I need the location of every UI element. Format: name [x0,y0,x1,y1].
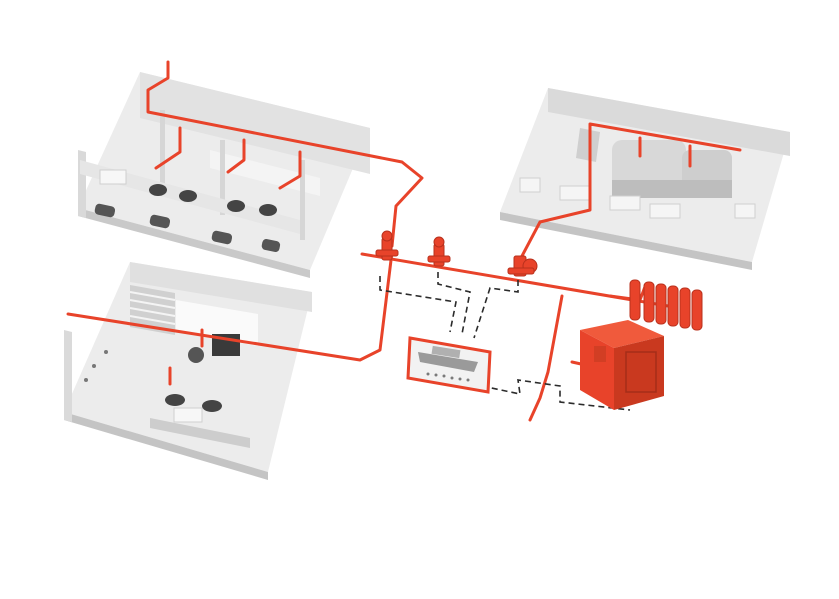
alarm-valve-1 [375,230,399,261]
signal-lines [379,272,631,411]
generator [612,140,732,198]
alarm-valve-2 [427,236,451,267]
ship-icon [418,345,478,372]
cylinder-bank [629,279,703,331]
lounge-deck-room [64,262,312,480]
pump-unit [580,320,664,410]
staircase [129,285,176,335]
engine-room [500,88,790,270]
cabin-deck-room [78,72,370,278]
control-panel [406,336,492,394]
alarm-valve-3 [507,255,538,277]
pipe-network [66,60,742,422]
